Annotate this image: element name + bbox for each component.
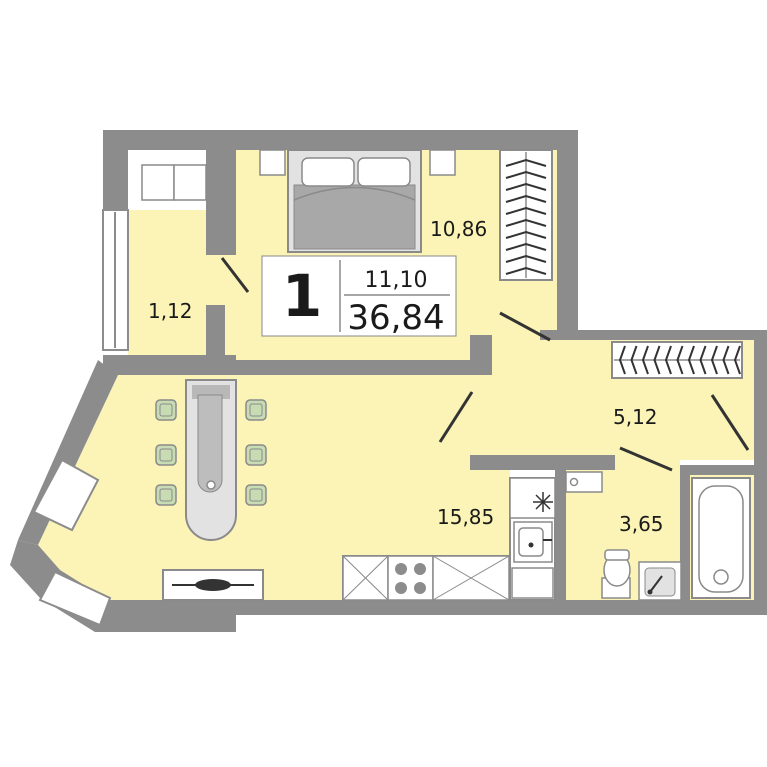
- bedroom-furniture: [259, 149, 553, 281]
- wall-kitchen-bath: [555, 470, 566, 600]
- walls: [10, 130, 767, 632]
- rooms-count: 1: [282, 262, 322, 330]
- shower-tray-icon: [638, 561, 682, 601]
- kitchen-counter: [342, 555, 510, 601]
- wall-hall-bedroom-top: [206, 150, 236, 255]
- door-swing-icon: [710, 394, 750, 451]
- total-area: 36,84: [347, 298, 444, 338]
- kitchen-living-area-label: 15,85: [437, 505, 494, 529]
- hanger-icon: [505, 218, 547, 227]
- door-swing-icon: [499, 311, 551, 342]
- hanger-icon: [505, 206, 547, 215]
- sofa-icon: [162, 569, 264, 601]
- wall-outer-south-left: [108, 600, 236, 632]
- living-area: 11,10: [365, 268, 428, 293]
- hall-area-label: 1,12: [148, 299, 193, 323]
- washing-machine-icon: [565, 471, 603, 493]
- dining-table-icon: [185, 379, 237, 541]
- wall-living-north: [236, 360, 470, 375]
- cabinet-icon: [342, 555, 389, 601]
- nightstand-icon: [259, 149, 286, 176]
- wall-bath-bathtub: [680, 465, 754, 475]
- stove-icon: [387, 555, 434, 601]
- hanger-icon: [653, 345, 661, 375]
- hanger-icon: [676, 345, 684, 375]
- window-living: [32, 458, 100, 532]
- hanger-icon: [505, 254, 547, 263]
- hanger-icon: [505, 242, 547, 251]
- window-living-corner: [38, 570, 112, 627]
- chair-icon: [155, 444, 177, 466]
- hanger-icon: [733, 345, 741, 375]
- wall-outer-east: [754, 330, 767, 615]
- cabinet-icon: [173, 164, 207, 201]
- chair-icon: [155, 399, 177, 421]
- hanger-icon: [505, 158, 547, 167]
- chair-icon: [155, 484, 177, 506]
- wall-bath-divider: [680, 470, 690, 600]
- toilet-icon: [601, 549, 631, 599]
- room-labels: 10,86 1,12 15,85 5,12 3,65: [148, 217, 664, 536]
- door-swing-icon: [619, 446, 673, 472]
- bathroom-area-label: 3,65: [619, 512, 664, 536]
- kitchen-living-furniture: [155, 379, 556, 601]
- double-bed-icon: [287, 149, 422, 253]
- hanger-icon: [710, 345, 718, 375]
- floor-kitchen-living: [38, 375, 510, 600]
- cabinet-icon: [141, 164, 175, 201]
- bathroom-fixtures: [565, 471, 751, 601]
- wall-hall-bedroom-bottom: [206, 305, 225, 355]
- hanger-icon: [505, 194, 547, 203]
- hall-furniture: [141, 164, 207, 201]
- cabinet-icon: [432, 555, 510, 601]
- door-swing-icon: [438, 391, 474, 443]
- hanger-icon: [505, 266, 547, 275]
- wall-outer-north: [103, 130, 578, 150]
- sink-icon: [513, 521, 553, 563]
- chair-icon: [245, 399, 267, 421]
- hanger-icon: [687, 345, 695, 375]
- door-swing-icon: [220, 257, 250, 293]
- hanger-icon: [630, 345, 638, 375]
- wall-hall-kitchen: [103, 355, 236, 375]
- windows: [32, 209, 129, 627]
- wall-east-bedroom: [557, 130, 578, 330]
- nightstand-icon: [429, 149, 456, 176]
- wall-outer-south: [236, 600, 767, 615]
- hood-icon: [533, 492, 553, 512]
- hanger-icon: [722, 345, 730, 375]
- hanger-icon: [505, 182, 547, 191]
- chair-icon: [245, 444, 267, 466]
- corridor-wardrobe-icon: [611, 341, 743, 379]
- wall-corridor-pillar: [470, 335, 492, 375]
- wall-bath-north: [470, 455, 615, 470]
- hanger-icon: [664, 345, 672, 375]
- corridor-area-label: 5,12: [613, 405, 658, 429]
- bathtub-icon: [691, 477, 751, 599]
- bedroom-area-label: 10,86: [430, 217, 487, 241]
- wall-bedroom-corridor: [540, 330, 767, 340]
- hanger-icon: [505, 170, 547, 179]
- doors: [220, 257, 750, 472]
- apartment-summary: 1 11,10 36,84: [261, 255, 457, 338]
- hanger-icon: [618, 345, 626, 375]
- chair-icon: [245, 484, 267, 506]
- hanger-icon: [641, 345, 649, 375]
- kitchen-column: [509, 477, 556, 601]
- wall-outer-west-hall: [103, 130, 128, 210]
- hanger-icon: [505, 230, 547, 239]
- wardrobe-icon: [499, 149, 553, 281]
- hanger-icon: [699, 345, 707, 375]
